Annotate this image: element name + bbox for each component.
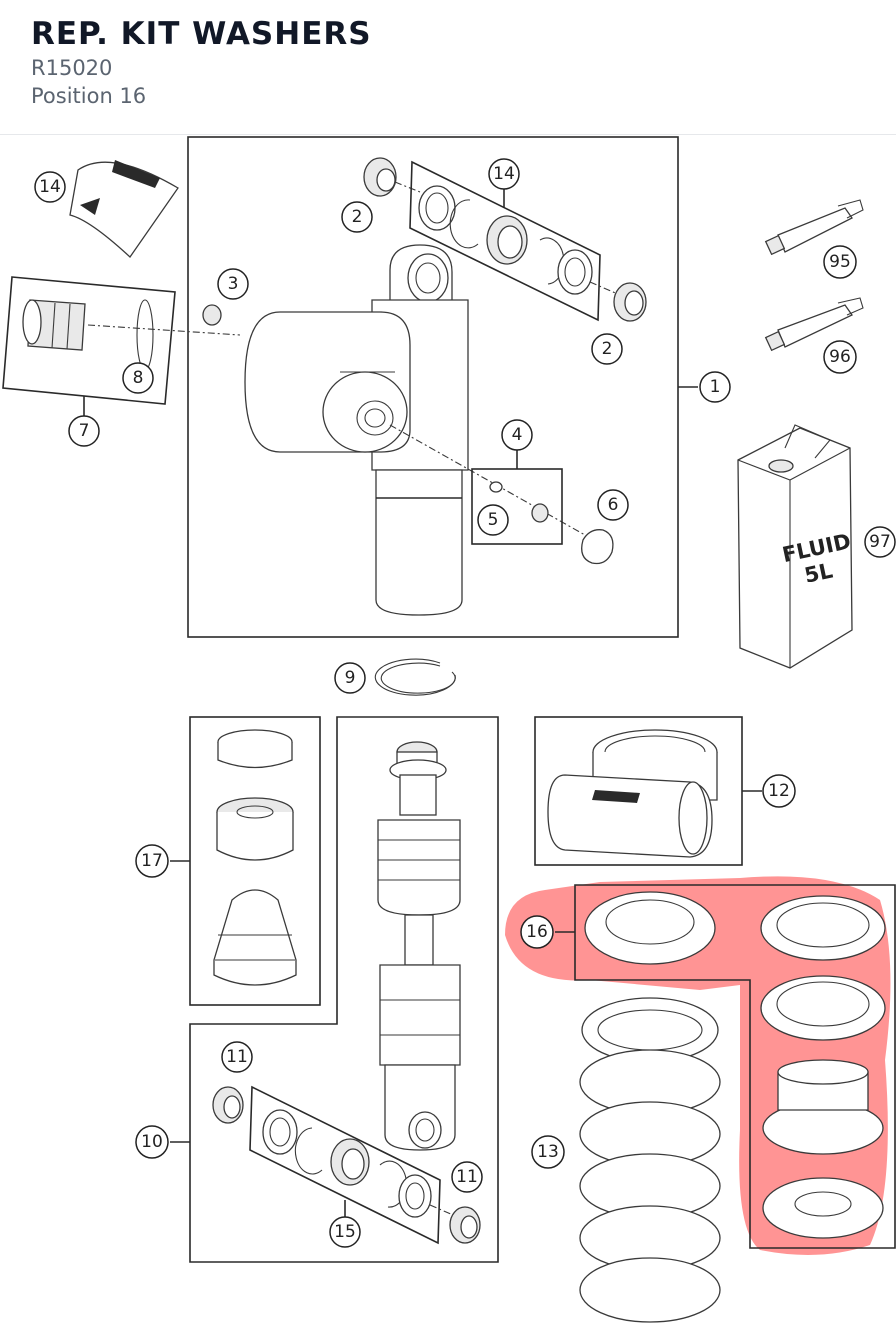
svg-text:2: 2 [352,207,363,227]
callout-4[interactable]: 4 [501,419,533,451]
callout-14b[interactable]: 14 [488,158,520,190]
reservoir-box-12 [534,716,762,866]
coil-spring-13 [579,997,721,1323]
plug-3 [202,304,222,326]
svg-text:5: 5 [488,510,499,530]
svg-text:7: 7 [79,421,90,441]
svg-text:14: 14 [39,177,61,197]
callout-17[interactable]: 17 [135,844,169,878]
svg-text:8: 8 [133,368,144,388]
callout-11a[interactable]: 11 [221,1041,253,1073]
svg-text:1: 1 [710,377,721,397]
callout-95[interactable]: 95 [823,245,857,279]
svg-text:11: 11 [456,1167,478,1187]
callout-5[interactable]: 5 [477,504,509,536]
grease-tube-96 [764,297,864,352]
grease-tube-95 [764,199,864,256]
seal-cap [363,157,421,197]
seal-kit-15 [170,1085,481,1245]
callout-10[interactable]: 10 [135,1125,169,1159]
svg-text:16: 16 [526,922,548,942]
bump-stop-box-17 [170,716,321,1006]
svg-text:17: 17 [141,851,163,871]
callout-13[interactable]: 13 [531,1135,565,1169]
svg-text:4: 4 [512,425,523,445]
page-title: REP. KIT WASHERS [31,16,372,52]
svg-text:96: 96 [829,347,851,367]
seal-kit-14 [409,160,621,322]
svg-text:3: 3 [228,274,239,294]
damper-cartridge [189,716,499,1263]
svg-text:15: 15 [334,1222,356,1242]
callout-2a[interactable]: 2 [341,201,373,233]
callout-96[interactable]: 96 [823,340,857,374]
callout-7[interactable]: 7 [68,415,100,447]
svg-text:9: 9 [345,668,356,688]
callout-15[interactable]: 15 [329,1216,361,1248]
svg-text:97: 97 [869,532,891,552]
svg-text:14: 14 [493,164,515,184]
callout-6[interactable]: 6 [597,489,629,521]
callout-97[interactable]: 97 [864,526,896,558]
svg-text:12: 12 [768,781,790,801]
piston-box-7 [2,276,241,416]
position-16-highlight [505,876,891,1255]
svg-text:10: 10 [141,1132,163,1152]
decal-14 [69,160,179,258]
fluid-label-2: 5L [802,559,834,588]
header: REP. KIT WASHERS R15020 Position 16 [0,0,896,135]
valve-kit-4 [471,450,614,565]
callout-8[interactable]: 8 [122,362,154,394]
shock-body-group [187,136,679,638]
position-label: Position 16 [31,84,147,108]
callout-14a[interactable]: 14 [34,171,66,203]
svg-text:11: 11 [226,1047,248,1067]
washer-kit-16 [555,884,896,1249]
callout-1[interactable]: 1 [699,371,731,403]
callout-9[interactable]: 9 [334,662,366,694]
callout-12[interactable]: 12 [762,774,796,808]
svg-text:13: 13 [537,1142,559,1162]
callout-16-selected[interactable]: 16 [520,915,554,949]
callout-11b[interactable]: 11 [451,1161,483,1193]
callout-2b[interactable]: 2 [591,333,623,365]
part-number: R15020 [31,56,113,80]
callout-3[interactable]: 3 [217,268,249,300]
svg-text:6: 6 [608,495,619,515]
fluid-can-97: FLUID 5L [737,424,853,669]
svg-text:95: 95 [829,252,851,272]
svg-text:2: 2 [602,339,613,359]
snap-ring-9 [374,658,456,696]
